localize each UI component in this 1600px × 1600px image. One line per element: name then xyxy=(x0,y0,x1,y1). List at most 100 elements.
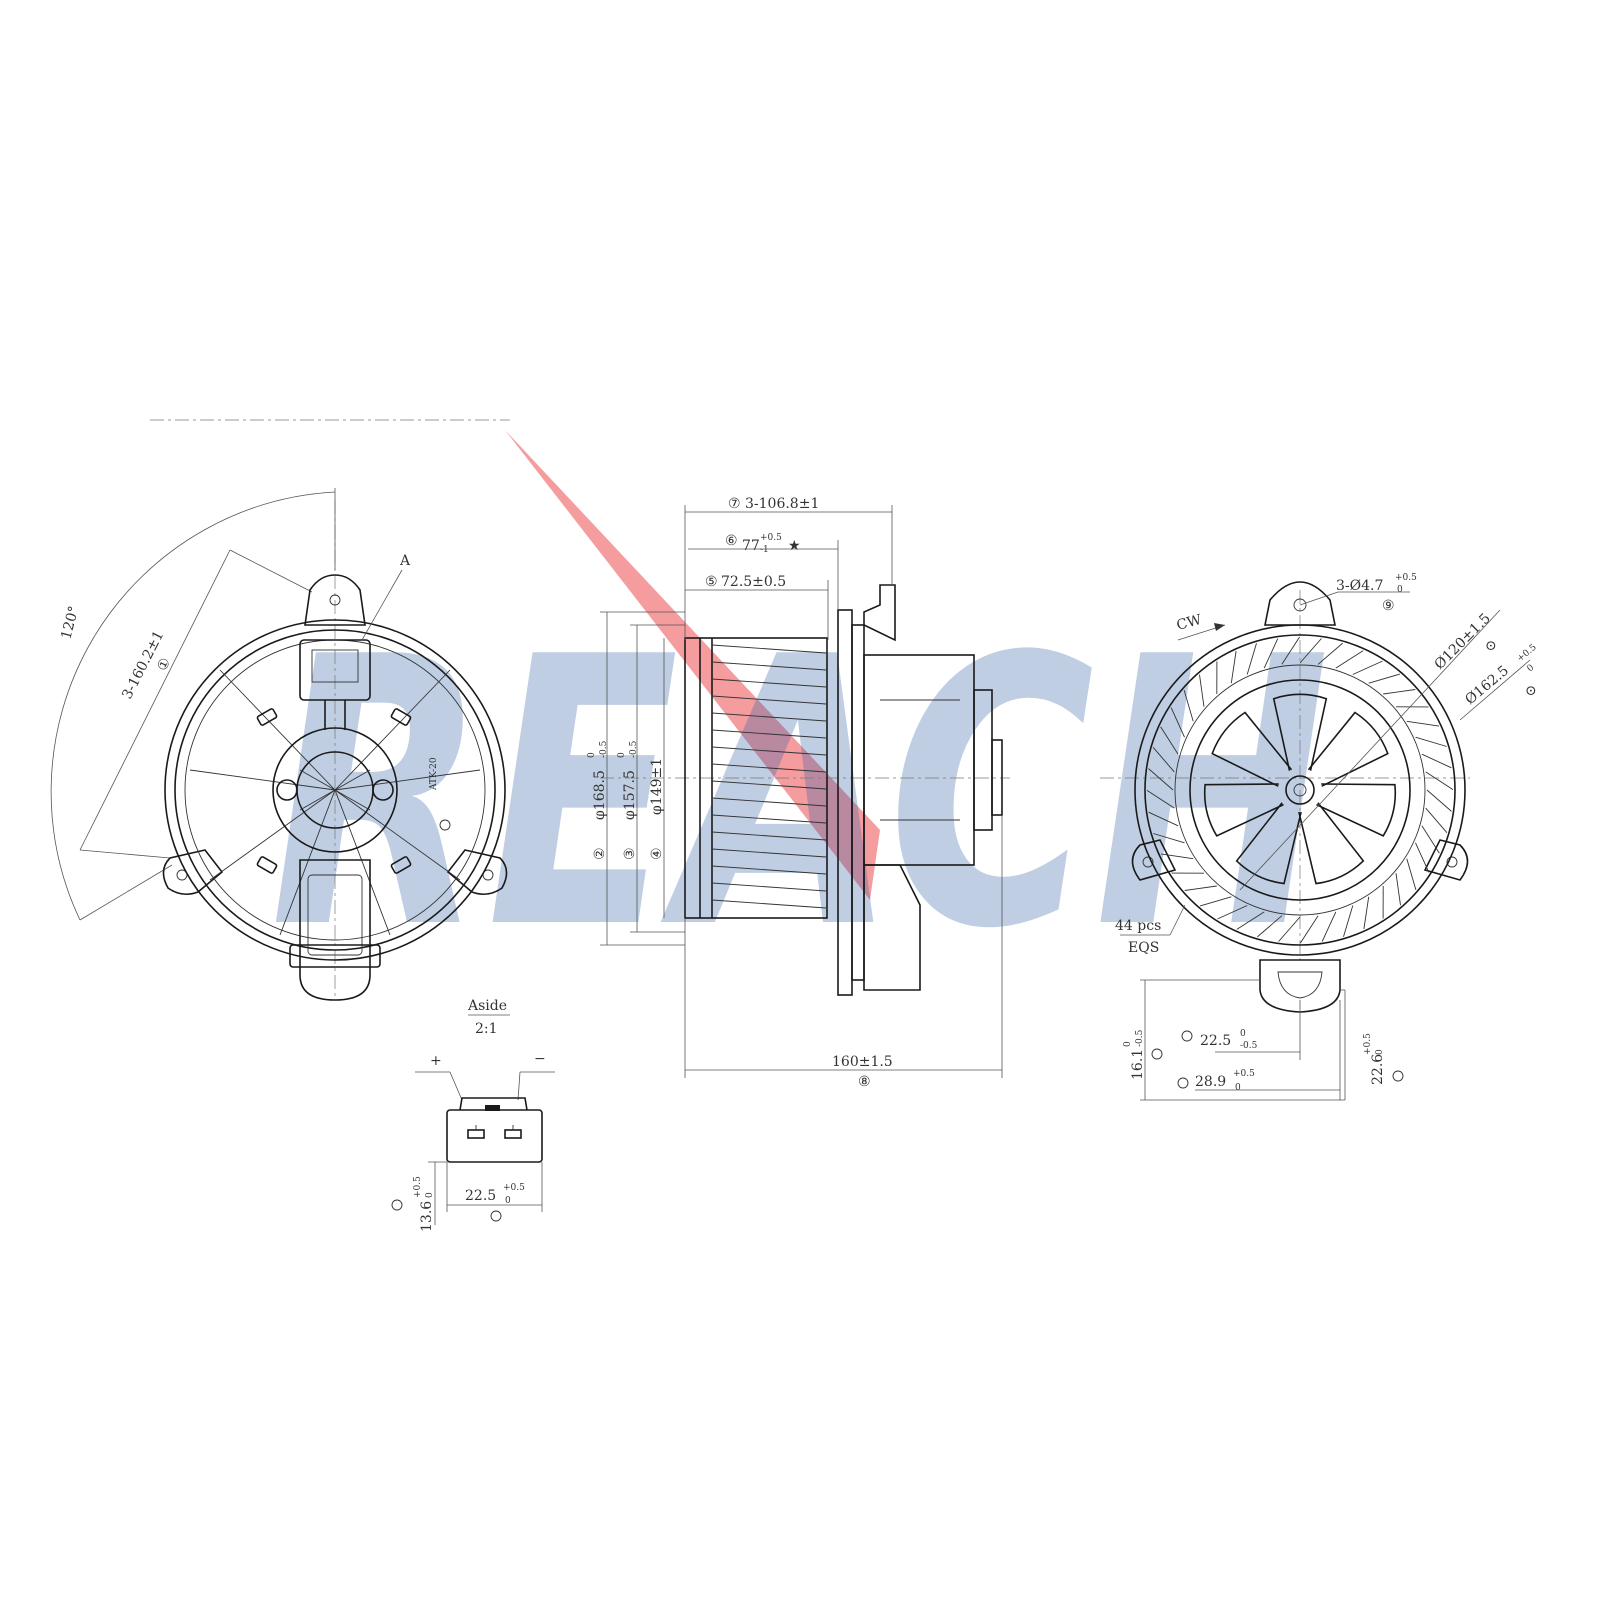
bolt-dim-ext-2 xyxy=(79,849,171,859)
rear-blade xyxy=(1406,858,1417,891)
holes-tol-up: +0.5 xyxy=(1395,573,1417,583)
arc-tick-bottom xyxy=(79,864,173,921)
width-value: 22.5 xyxy=(465,1188,496,1204)
housing-outer-ring xyxy=(164,619,506,961)
dim-b-tol-dn: 0 xyxy=(1235,1083,1241,1093)
side-view: ⑦ 3-106.8±1 ⑥ 77 +0.5 -1 ★ ⑤ 72.5±0.5 φ1… xyxy=(587,496,1010,1090)
side-blade-line xyxy=(711,763,827,773)
dim8-value: 160±1.5 xyxy=(832,1054,893,1070)
rear-blade xyxy=(1170,707,1185,738)
rear-blade xyxy=(1184,885,1217,891)
holes-tol-dn: 0 xyxy=(1397,585,1403,595)
fan-wheel xyxy=(684,637,828,919)
upper-connector-inner xyxy=(311,649,359,683)
side-blade-line xyxy=(711,780,827,790)
blade-leader-2 xyxy=(1169,904,1186,936)
bolt-dim-ext-1 xyxy=(229,549,313,593)
detail-ref-label: A xyxy=(399,553,411,569)
dim-d-tol-up: +0.5 xyxy=(1363,1033,1373,1055)
rear-blade xyxy=(1383,689,1416,695)
detail-leader xyxy=(361,569,403,641)
rear-blade xyxy=(1146,790,1175,809)
rear-blade xyxy=(1421,825,1440,854)
dim-d-ref-mark xyxy=(1392,1070,1404,1082)
dim-a-value: 22.5 xyxy=(1200,1033,1231,1049)
rear-blade xyxy=(1160,853,1194,860)
minus-label: − xyxy=(534,1051,546,1067)
dim6-mark: ★ xyxy=(788,538,801,554)
dim-b-tol-up: +0.5 xyxy=(1233,1069,1255,1079)
dia-outer-ref: ⊙ xyxy=(1525,683,1537,699)
rear-blade xyxy=(1278,916,1301,942)
dim-a-tol-up: 0 xyxy=(1240,1029,1246,1039)
connector-housing xyxy=(446,1109,543,1163)
dim8-ref: ⑧ xyxy=(858,1074,871,1090)
dim-c-value: 16.1 xyxy=(1130,1049,1146,1080)
dim3-ref: ③ xyxy=(622,847,638,860)
impeller-spoke xyxy=(1307,711,1389,787)
bottom-plug xyxy=(299,859,371,1001)
holes-ref: ⑨ xyxy=(1382,598,1395,614)
rear-ring-2 xyxy=(1144,634,1456,946)
height-ref-mark xyxy=(391,1199,403,1211)
rear-blade xyxy=(1160,726,1179,755)
rear-ear-top-hole xyxy=(1293,598,1307,612)
height-tol-up: +0.5 xyxy=(413,1176,423,1198)
dim2-tol-dn: -0.5 xyxy=(599,740,609,758)
dia-outer-label: Ø162.5 xyxy=(1462,663,1512,708)
dim-c-tol-dn: -0.5 xyxy=(1135,1029,1145,1047)
rear-blade xyxy=(1421,753,1452,769)
fan-blades xyxy=(711,644,827,909)
plus-label: + xyxy=(430,1053,442,1069)
rear-blade xyxy=(1299,638,1322,664)
rear-blade xyxy=(1281,636,1300,665)
rear-blade xyxy=(1183,689,1194,722)
impeller-spokes xyxy=(1203,693,1397,885)
dia-outer-tol-up: +0.5 xyxy=(1516,642,1539,664)
terminal-minus xyxy=(504,1129,522,1139)
rear-blade xyxy=(1343,905,1354,937)
rear-ring-4 xyxy=(1189,679,1411,901)
side-blade-line xyxy=(711,644,827,654)
rear-ear-right xyxy=(1423,839,1469,881)
height-tol-dn: 0 xyxy=(425,1192,435,1198)
bottom-plug-base xyxy=(289,944,381,968)
dim3-tol-up: 0 xyxy=(617,752,627,758)
impeller-hub xyxy=(1285,775,1315,805)
dim3-tol-dn: -0.5 xyxy=(629,740,639,758)
detail-scale: 2:1 xyxy=(475,1021,498,1037)
width-tol-dn: 0 xyxy=(505,1196,511,1206)
impeller-spoke xyxy=(1211,711,1293,787)
rear-blade xyxy=(1395,873,1401,906)
motor-shaft-end xyxy=(991,739,1003,816)
mount-ear-top xyxy=(304,574,366,626)
dim3-value: φ157.5 xyxy=(622,770,638,820)
bolt-dim-line xyxy=(79,549,231,851)
rear-blade xyxy=(1153,833,1185,844)
mount-ear-left xyxy=(162,849,224,896)
detail-title: Aside xyxy=(467,998,507,1014)
impeller-spoke xyxy=(1235,802,1302,885)
rear-blade xyxy=(1425,807,1448,833)
dim6-tol-up: +0.5 xyxy=(760,533,782,543)
hub-screw-left xyxy=(276,779,298,801)
side-blade-line xyxy=(711,831,827,841)
rear-blade xyxy=(1236,911,1265,930)
rear-ear-left-hole xyxy=(1142,856,1154,868)
side-blade-line xyxy=(711,865,827,875)
rear-blade xyxy=(1230,650,1237,684)
rear-blade xyxy=(1406,720,1440,727)
rear-ear-left xyxy=(1131,839,1177,881)
dim-d-tol-dn: 0 xyxy=(1375,1049,1385,1055)
front-view: 120° 3-160.2±1 ① A ATK-20 xyxy=(50,419,510,1001)
rear-blade xyxy=(1199,674,1205,707)
motor-top-boss xyxy=(863,584,896,642)
side-blade-line xyxy=(711,797,827,807)
dia-outer-tol-dn: 0 xyxy=(1526,663,1537,675)
impeller-spoke xyxy=(1298,802,1365,885)
mount-ear-right xyxy=(446,849,508,896)
side-blade-line xyxy=(711,899,827,909)
dim5-value: 72.5±0.5 xyxy=(721,574,786,590)
dim-c-tol-up: 0 xyxy=(1123,1041,1133,1047)
rear-blade xyxy=(1352,660,1383,675)
